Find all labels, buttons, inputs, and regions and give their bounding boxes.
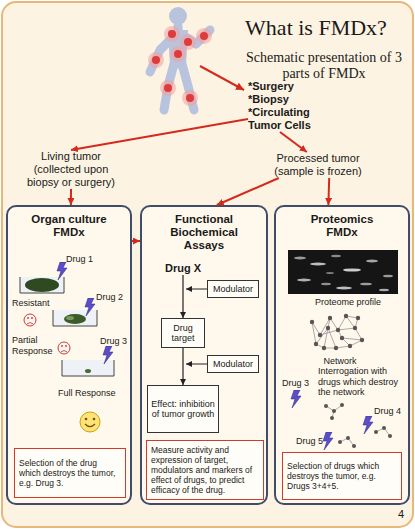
flow-text: Processed tumor (sample is frozen) xyxy=(262,152,374,178)
panel-heading: Functional Biochemical Assays xyxy=(164,213,244,252)
figure-caption: Proteome profile xyxy=(296,297,400,308)
node-text: Selection of the drug which destroys the… xyxy=(19,458,121,488)
flow-arrow xyxy=(280,132,307,152)
process-box: Effect: inhibition of tumor growth xyxy=(147,385,219,433)
flow-arrow xyxy=(132,240,140,242)
tumor-dot xyxy=(160,80,176,96)
patient-figure xyxy=(150,7,210,110)
source-list: *Surgery *Biopsy *Circulating Tumor Cell… xyxy=(248,80,328,132)
sampling-arrow xyxy=(200,66,244,90)
tumor-dot xyxy=(168,30,176,38)
process-box: Drug target xyxy=(161,318,205,348)
note-text: Interrogation with drugs which destroy t… xyxy=(318,366,406,398)
tumor-dot xyxy=(180,34,196,50)
patient-figure xyxy=(150,26,210,110)
flow-arrow xyxy=(71,119,248,150)
subtitle-text: Schematic presentation of 3 parts of FMD… xyxy=(236,50,412,82)
flow-arrow xyxy=(217,178,279,205)
tumor-dot xyxy=(164,84,172,92)
drug-label: Drug X xyxy=(158,262,208,275)
flow-text: Living tumor (collected upon biopsy or s… xyxy=(20,150,122,189)
drug-label: Drug 3 xyxy=(100,336,127,347)
node-text: Measure activity and expression of targe… xyxy=(151,445,259,495)
tumor-dot xyxy=(148,52,164,68)
drug-label: Drug 2 xyxy=(96,292,123,303)
response-label: Resistant xyxy=(12,298,50,309)
panel-heading: Proteomics FMDx xyxy=(302,213,382,239)
figure-caption: Network xyxy=(310,356,370,367)
node-text: Modulator xyxy=(213,359,253,369)
drug-label: Drug 4 xyxy=(374,406,401,417)
node-text: Processed tumor (sample is frozen) xyxy=(262,152,374,178)
drug-label: Drug 5 xyxy=(296,436,323,447)
drug-label: Drug 1 xyxy=(66,254,93,265)
tumor-dot xyxy=(148,26,212,106)
tumor-dot xyxy=(170,46,186,62)
modulator-box: Modulator xyxy=(207,355,259,373)
tumor-dot xyxy=(164,26,180,42)
flow-arrow xyxy=(327,178,330,205)
node-text: Drug target xyxy=(163,323,203,343)
modulator-box: Modulator xyxy=(207,280,259,298)
result-box: Measure activity and expression of targe… xyxy=(146,440,264,500)
response-label: Partial Response xyxy=(12,335,56,356)
tumor-dot xyxy=(182,90,198,106)
result-box: Selection of the drug which destroys the… xyxy=(14,448,126,498)
patient-figure xyxy=(168,30,188,66)
node-text: Selection of drugs which destroys the tu… xyxy=(287,461,397,491)
patient-figure xyxy=(169,7,187,25)
tumor-dot xyxy=(184,38,192,46)
drug-label: Drug 3 xyxy=(282,378,309,389)
node-text: Living tumor (collected upon biopsy or s… xyxy=(20,150,122,189)
panel-box: Functional Biochemical AssaysDrug X Modul… xyxy=(140,205,268,505)
tumor-dot xyxy=(186,94,194,102)
node-text: Effect: inhibition of tumor growth xyxy=(149,399,217,419)
page-number: 4 xyxy=(398,509,404,520)
response-label: Full Response xyxy=(58,388,116,399)
tumor-dot xyxy=(200,32,208,40)
node-text: Modulator xyxy=(213,284,253,294)
node-text: Drug X xyxy=(158,262,208,275)
tumor-dot xyxy=(174,50,182,58)
diagram-title: What is FMDx? xyxy=(220,16,412,40)
panel-box: Proteomics FMDxSelection of drugs which … xyxy=(274,205,410,505)
panel-heading: Organ culture FMDx xyxy=(22,213,117,239)
tumor-dot xyxy=(196,28,212,44)
flow-arrow xyxy=(70,189,72,205)
result-box: Selection of drugs which destroys the tu… xyxy=(282,452,402,500)
node-text: *Surgery *Biopsy *Circulating Tumor Cell… xyxy=(248,80,328,132)
tumor-dot xyxy=(152,56,160,64)
